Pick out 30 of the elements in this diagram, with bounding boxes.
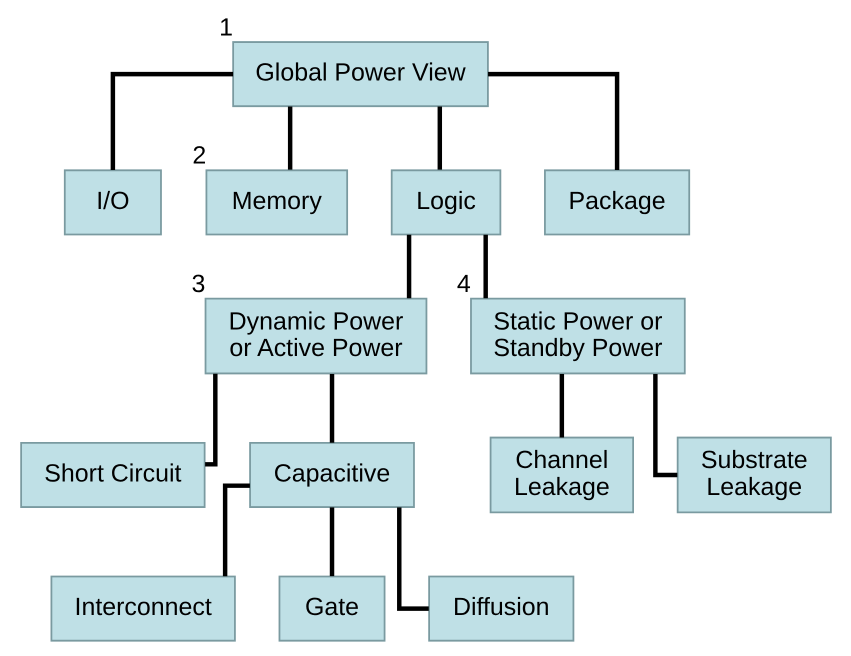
node-box: Static Power or Standby Power: [470, 298, 686, 374]
connector: [406, 234, 411, 298]
connector: [329, 374, 334, 443]
connector: [287, 106, 292, 170]
node-box: Global Power View: [232, 41, 488, 108]
connector: [488, 72, 619, 170]
node-box: Package: [544, 169, 690, 236]
node-label: 3: [190, 270, 205, 298]
node-box: Diffusion: [428, 576, 574, 642]
connector: [222, 483, 250, 576]
node-box: Logic: [390, 169, 501, 236]
connector: [204, 374, 218, 467]
node-box: Memory: [205, 169, 348, 236]
connector: [559, 374, 564, 438]
node-label: 1: [218, 13, 232, 42]
connector: [396, 507, 428, 611]
node-label: 4: [456, 270, 470, 298]
node-box: Interconnect: [50, 576, 236, 642]
connector: [110, 72, 233, 170]
node-box: Channel Leakage: [489, 436, 634, 514]
node-box: Capacitive: [248, 442, 414, 508]
node-box: I/O: [63, 169, 162, 236]
node-box: Substrate Leakage: [676, 436, 832, 514]
node-box: Gate: [278, 576, 385, 642]
connector: [437, 106, 442, 170]
node-label: 2: [192, 142, 206, 170]
node-box: Dynamic Power or Active Power: [204, 298, 427, 374]
connector: [482, 234, 488, 298]
connector: [329, 507, 334, 576]
node-box: Short Circuit: [20, 442, 206, 508]
